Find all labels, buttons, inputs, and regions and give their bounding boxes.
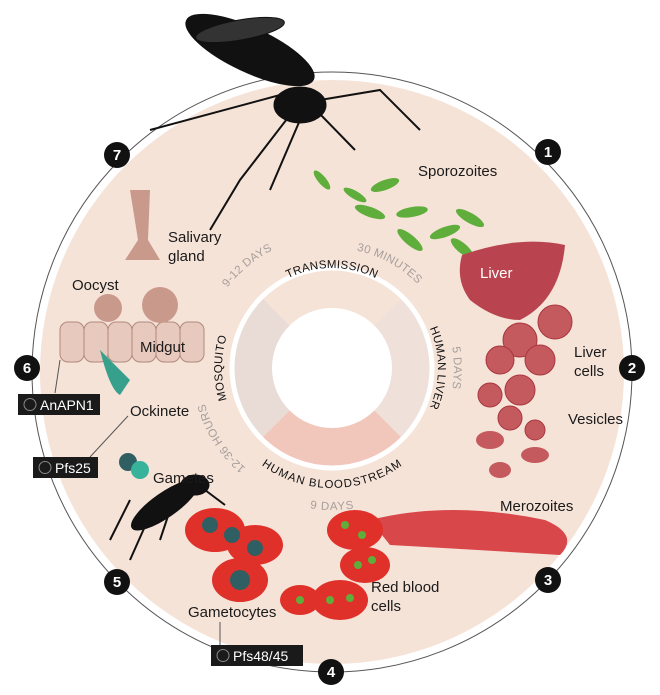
step-7: 7: [113, 147, 121, 164]
label-vesicles: Vesicles: [568, 411, 623, 428]
label-merozoites: Merozoites: [500, 498, 573, 515]
label-oocyst: Oocyst: [72, 277, 120, 294]
bloodstream-segment: [262, 410, 402, 467]
crosshair-icon: [38, 461, 52, 474]
oocyst-rupturing-illustration: [142, 287, 178, 323]
step-markers: 1 2 3 4 5 6 7: [14, 139, 645, 685]
label-liver-cells-1: Liver: [574, 344, 607, 361]
sporozoites-illustration: [313, 170, 485, 258]
liver-illustration: [459, 241, 565, 320]
label-liver-cells-2: cells: [574, 363, 604, 380]
mosquito-feeding-icon: [109, 474, 226, 561]
label-midgut: Midgut: [140, 339, 186, 356]
mosquito-segment: [233, 298, 290, 438]
duration-liver: 5 DAYS: [449, 346, 463, 390]
vesicles-illustration: [476, 431, 549, 478]
step-4: 4: [327, 664, 336, 681]
target-tag-pfs48-45: Pfs48/45: [211, 622, 303, 666]
crosshair-icon: [216, 649, 230, 662]
liver-segment: [374, 298, 431, 438]
parasites-in-cells: [296, 521, 376, 604]
blood-vessel-illustration: [370, 510, 568, 555]
stage-mosquito: MOSQUITO: [213, 334, 230, 402]
label-salivary-2: gland: [168, 248, 205, 265]
label-gametes: Gametes: [153, 470, 214, 487]
oocyst-illustration: [94, 294, 122, 322]
crosshair-icon: [23, 398, 37, 411]
label-rbc-1: Red blood: [371, 579, 439, 596]
label-salivary-1: Salivary: [168, 229, 222, 246]
target-tag-pfs25: Pfs25: [33, 415, 129, 478]
ring-outline: [229, 265, 435, 471]
ockinete-illustration: [100, 350, 130, 395]
mosquito-biting-icon: [149, 13, 421, 231]
salivary-gland-illustration: [125, 190, 160, 260]
target-tag-anapn1: AnAPN1: [18, 359, 100, 415]
gametocytes-in-cells: [202, 517, 263, 590]
step-1: 1: [544, 144, 552, 161]
stage-ring: [229, 265, 435, 471]
label-ockinete: Ockinete: [130, 403, 189, 420]
step-2: 2: [628, 360, 636, 377]
target-label: Pfs25: [55, 460, 91, 476]
label-sporozoites: Sporozoites: [418, 163, 497, 180]
label-rbc-2: cells: [371, 598, 401, 615]
label-liver: Liver: [480, 265, 513, 282]
center-circle: [272, 308, 392, 428]
target-label: AnAPN1: [40, 397, 94, 413]
liver-cells-illustration: [477, 304, 573, 441]
step-5: 5: [113, 574, 121, 591]
target-label: Pfs48/45: [233, 648, 288, 664]
step-3: 3: [544, 572, 552, 589]
gametes-illustration: [119, 453, 149, 479]
step-6: 6: [23, 360, 31, 377]
label-gametocytes: Gametocytes: [188, 604, 276, 621]
